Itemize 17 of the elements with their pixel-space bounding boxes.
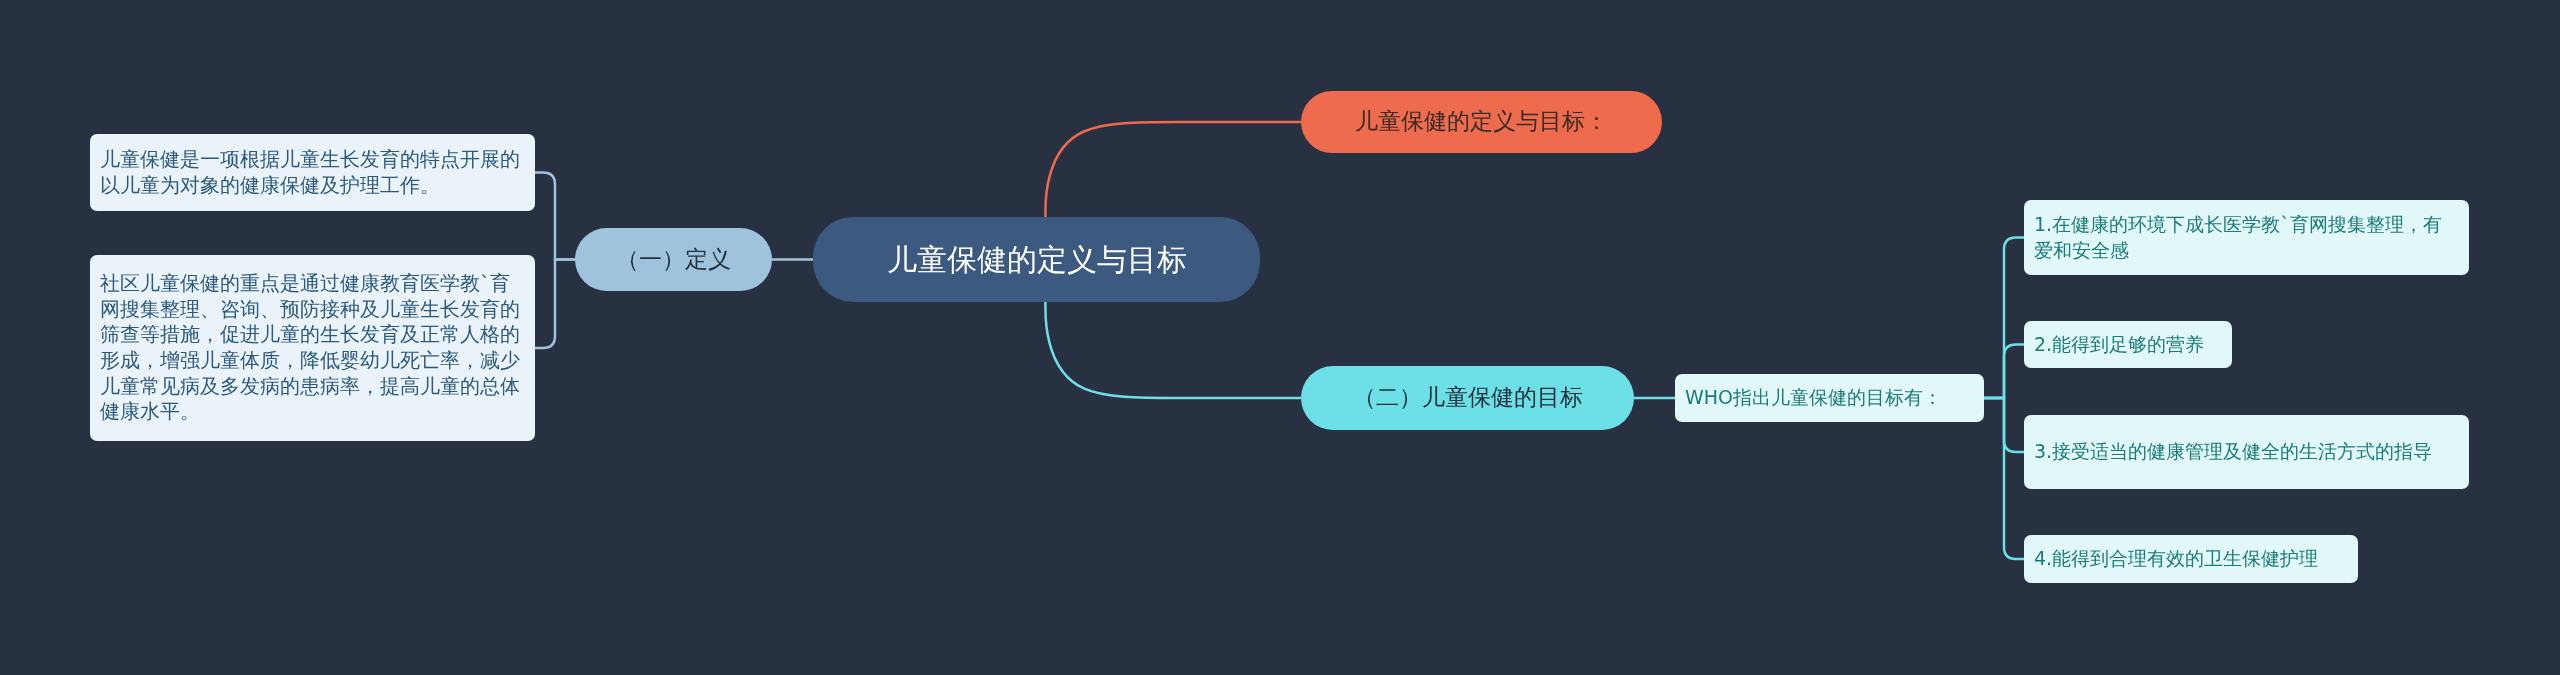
leaf-topic: 4.能得到合理有效的卫生保健护理 — [2024, 535, 2358, 583]
leaf-topic: 社区儿童保健的重点是通过健康教育医学教`育网搜集整理、咨询、预防接种及儿童生长发育的筛查等措施，促进儿童的生长发育及正常人格的形成，增强儿童体质，降低婴幼儿死亡率，减少儿童常见病及多发病的患病率，提高儿童的总体健康水平。 — [90, 255, 535, 441]
central-topic: 儿童保健的定义与目标 — [813, 217, 1260, 302]
connector-line — [1984, 396, 2024, 561]
connector-line — [1634, 396, 1675, 400]
connector-line — [535, 258, 575, 350]
branch-topic: （一）定义 — [575, 228, 772, 291]
connector-line — [772, 258, 813, 261]
leaf-topic: 儿童保健是一项根据儿童生长发育的特点开展的以儿童为对象的健康保健及护理工作。 — [90, 134, 535, 211]
leaf-topic: 3.接受适当的健康管理及健全的生活方式的指导 — [2024, 415, 2469, 489]
branch-topic: 儿童保健的定义与目标： — [1301, 91, 1662, 153]
connector-line — [1044, 302, 1301, 400]
leaf-topic: 2.能得到足够的营养 — [2024, 321, 2232, 368]
leaf-topic: 1.在健康的环境下成长医学教`育网搜集整理，有爱和安全感 — [2024, 200, 2469, 275]
subtopic: WHO指出儿童保健的目标有： — [1675, 374, 1984, 422]
connector-line — [1044, 120, 1301, 217]
branch-topic: （二）儿童保健的目标 — [1301, 366, 1634, 430]
